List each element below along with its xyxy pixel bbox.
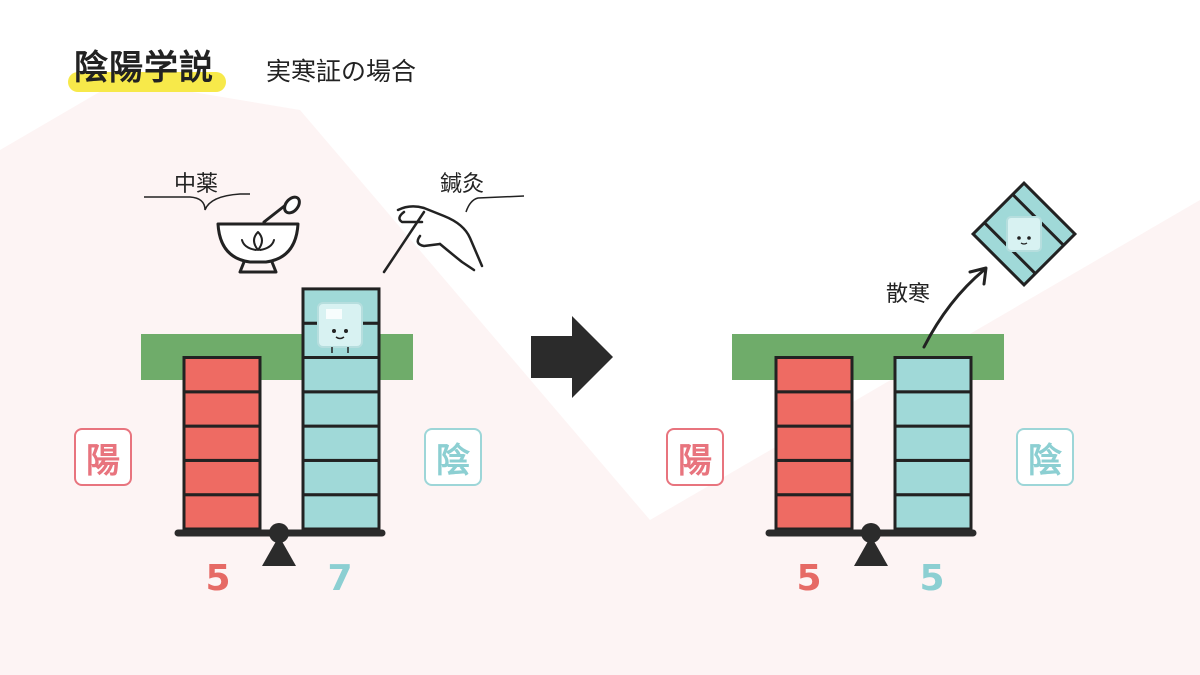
disperse-arrow [922, 268, 986, 349]
yang-stack [182, 356, 262, 531]
stack-block [774, 458, 854, 497]
yang-value: 5 [796, 558, 822, 599]
balance-fulcrum-icon [262, 523, 296, 566]
stack-block [301, 493, 381, 531]
disperse-arrowhead [968, 266, 988, 286]
page-title: 陰陽学説 [74, 48, 214, 88]
disperse-cold-label: 散寒 [886, 282, 931, 307]
right-arrow-icon [531, 316, 613, 398]
stack-block [182, 458, 262, 497]
stack-block [301, 356, 381, 394]
acupuncture-label: 鍼灸 [440, 172, 485, 197]
after-panel [732, 180, 1078, 566]
stack-block [774, 390, 854, 428]
balance-fulcrum-icon [854, 523, 888, 566]
stack-block [893, 493, 973, 531]
yin-stack [301, 287, 381, 531]
page-subtitle: 実寒証の場合 [266, 57, 417, 86]
stack-block [774, 424, 854, 462]
herbal-callout-line [144, 193, 250, 211]
stack-block [301, 390, 381, 428]
stack-block [893, 356, 973, 394]
stack-block [182, 424, 262, 462]
stack-block [182, 493, 262, 531]
stack-block [301, 424, 381, 462]
yin-badge: 陰 [1016, 428, 1074, 486]
yin-stack [893, 356, 973, 531]
stack-block [182, 356, 262, 394]
before-panel [141, 193, 525, 566]
yin-badge: 陰 [424, 428, 482, 486]
acupuncture-callout-line [465, 195, 525, 213]
stack-block [893, 390, 973, 428]
ice-cube-icon [1006, 216, 1042, 252]
mortar-pestle-icon [216, 195, 301, 274]
yin-value: 7 [327, 558, 353, 599]
stack-block [774, 356, 854, 394]
escaping-yin-block [970, 180, 1078, 288]
yang-stack [774, 356, 854, 531]
ice-cube-icon [317, 302, 363, 353]
stack-block [774, 493, 854, 531]
acupuncture-needle-hand-icon [382, 205, 484, 274]
stack-block [893, 458, 973, 497]
stack-block [301, 458, 381, 497]
title-highlight [68, 72, 226, 92]
yang-badge: 陽 [666, 428, 724, 486]
stack-block [893, 424, 973, 462]
herbal-medicine-label: 中薬 [174, 172, 219, 197]
stack-block [182, 390, 262, 428]
yang-badge: 陽 [74, 428, 132, 486]
yin-value: 5 [919, 558, 945, 599]
yang-value: 5 [205, 558, 231, 599]
title-block: 陰陽学説 [68, 40, 226, 92]
